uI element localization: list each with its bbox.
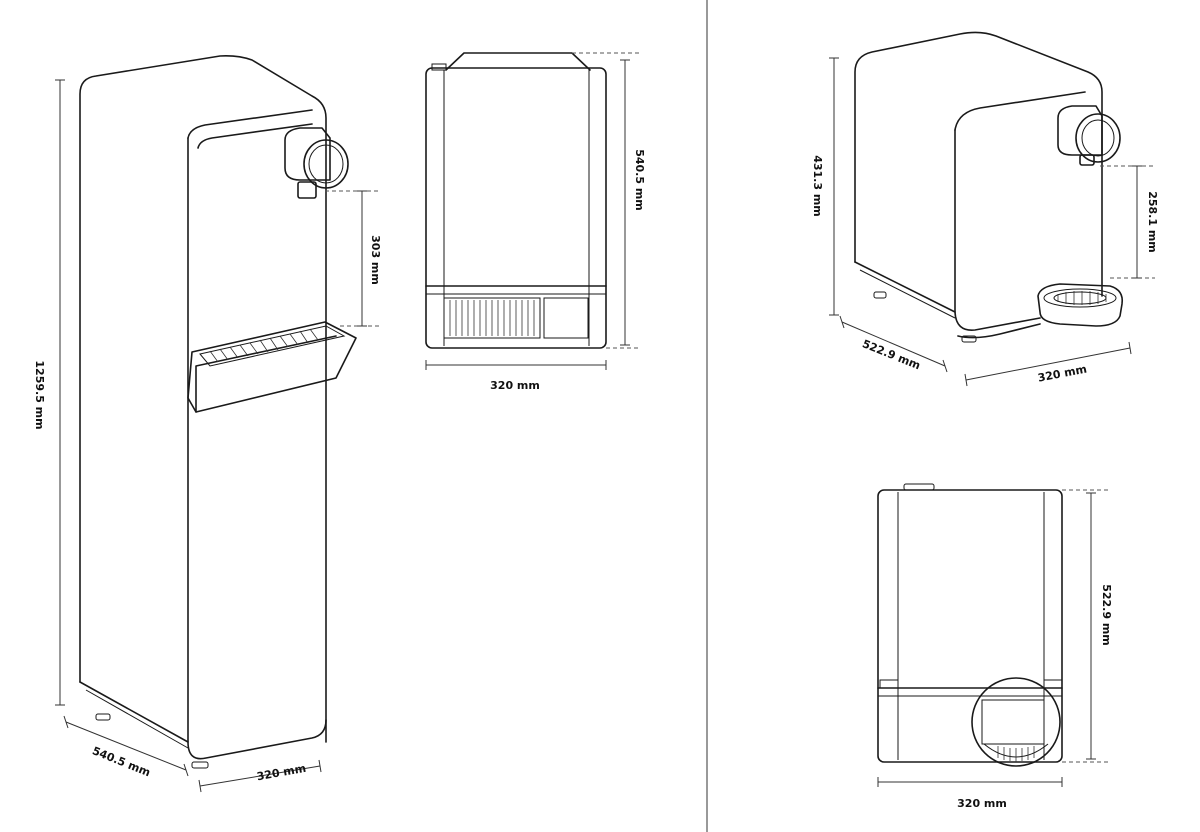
tall-height-dimension: 1259.5 mm <box>33 79 65 706</box>
counter-depth-dimension: 522.9 mm <box>839 315 948 372</box>
tall-clearance-label: 303 mm <box>369 235 382 285</box>
tall-width-label: 320 mm <box>256 762 307 783</box>
tall-unit-drawing <box>79 55 357 769</box>
counter-height-label: 431.3 mm <box>811 155 824 217</box>
tall-height-label: 1259.5 mm <box>33 360 46 429</box>
counter-top-view-tray <box>971 677 1061 767</box>
tall-clearance-dimension: 303 mm <box>325 190 382 327</box>
counter-height-dimension: 431.3 mm <box>811 57 839 316</box>
counter-top-view-drawing <box>877 483 1063 767</box>
counter-top-depth-dimension: 522.9 mm <box>1062 489 1113 763</box>
tall-tap-icon <box>284 127 349 199</box>
counter-clearance-label: 258.1 mm <box>1146 191 1159 253</box>
top-view-width-dimension: 320 mm <box>425 360 607 392</box>
tall-top-view-drawing <box>425 52 607 349</box>
tall-depth-dimension: 540.5 mm <box>63 715 189 779</box>
counter-width-dimension: 320 mm <box>964 341 1132 387</box>
counter-top-width-dimension: 320 mm <box>877 777 1063 810</box>
top-view-vent-grille <box>443 297 541 339</box>
counter-width-label: 320 mm <box>1037 362 1088 384</box>
counter-depth-label: 522.9 mm <box>860 337 922 372</box>
counter-top-depth-label: 522.9 mm <box>1100 584 1113 646</box>
top-view-depth-dimension: 540.5 mm <box>572 52 646 349</box>
counter-unit-drawing <box>854 31 1124 343</box>
tall-width-dimension: 320 mm <box>198 759 322 793</box>
tall-depth-label: 540.5 mm <box>90 744 152 779</box>
tall-drip-tray <box>187 321 357 413</box>
top-view-depth-label: 540.5 mm <box>633 149 646 211</box>
counter-top-width-label: 320 mm <box>957 797 1007 810</box>
counter-drip-tray <box>1037 283 1124 327</box>
counter-clearance-dimension: 258.1 mm <box>1100 165 1159 279</box>
top-view-width-label: 320 mm <box>490 379 540 392</box>
counter-tap-icon <box>1057 105 1121 166</box>
